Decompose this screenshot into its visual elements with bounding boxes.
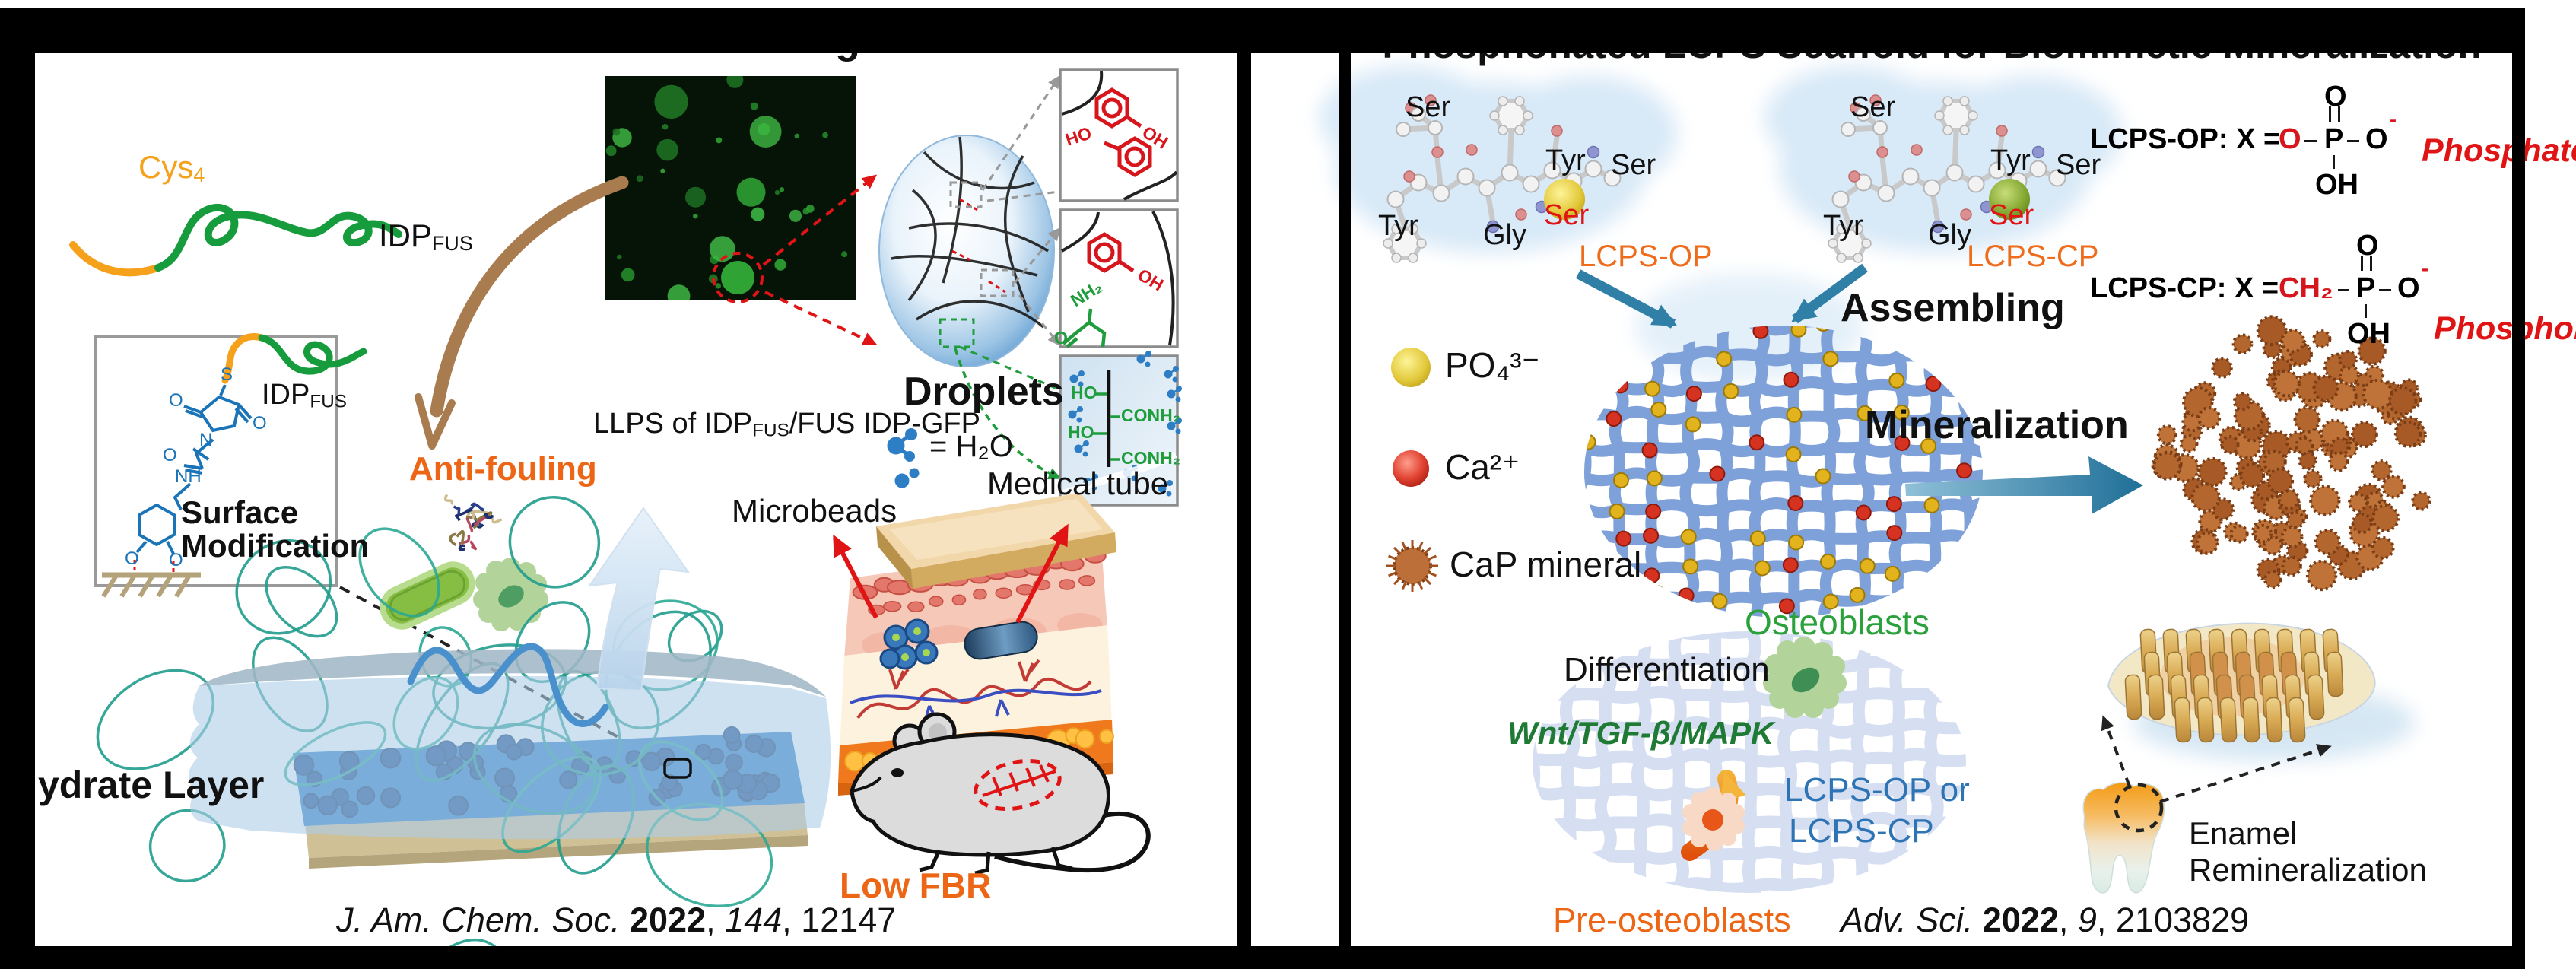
mouse-illustration xyxy=(850,712,1151,875)
pep1-ser-top-label: Ser xyxy=(1406,91,1451,123)
microbeads-label: Microbeads xyxy=(732,493,897,529)
lcps-op-name-label: LCPS-OP xyxy=(1579,240,1713,273)
panel-divider-right-line xyxy=(1339,8,1351,969)
pep1-tyr-bot-label: Tyr xyxy=(1378,210,1418,242)
implant-site-dashed-ellipse xyxy=(974,758,1062,812)
pep1-ser-red-label: Ser xyxy=(1544,199,1590,231)
medical-tube-label: Medical tube xyxy=(987,465,1169,501)
atom-o5-label: O xyxy=(169,550,183,570)
zoom-indicator-circle xyxy=(712,252,764,303)
lcps-option-line2: LCPS-CP xyxy=(1789,812,1934,850)
bone-scaffold-mesh xyxy=(1533,631,1966,893)
low-fbr-label: Low FBR xyxy=(840,866,992,905)
hydrate-layer-illustration xyxy=(96,495,831,969)
surface-box-idp-label: IDPFUS xyxy=(262,379,347,412)
water-molecule-icon xyxy=(887,428,920,488)
pep2-tyr-bot-label: Tyr xyxy=(1823,210,1863,242)
box3-conh2-1-label: CONH₂ xyxy=(1121,405,1180,425)
repel-wave xyxy=(407,643,609,727)
water-key-label: = H₂O xyxy=(929,430,1013,463)
frame-top-bar xyxy=(0,8,2525,53)
citation-right: Adv. Sci. 2022, 9, 2103829 xyxy=(1841,901,2250,939)
lcps-option-line1: LCPS-OP or xyxy=(1784,771,1970,809)
legend-cap-mineral-icon xyxy=(1386,539,1438,592)
brown-curved-arrow xyxy=(415,176,629,450)
legend-po4-label: PO₄³⁻ xyxy=(1445,345,1540,385)
tooth-zoom-circle xyxy=(2114,783,2164,833)
legend-ca-icon xyxy=(1393,450,1429,487)
hydrate-layer-label: ydrate Layer xyxy=(38,764,265,806)
frame-bottom-bar xyxy=(0,946,2525,969)
enamel-rod-plate xyxy=(2107,622,2376,743)
pep2-ser-mid-label: Ser xyxy=(2056,149,2101,181)
interaction-zoom-box-2 xyxy=(1059,208,1179,348)
droplet-sphere xyxy=(878,135,1055,367)
mineralized-scaffold xyxy=(2151,315,2431,592)
droplets-label: Droplets xyxy=(904,370,1064,414)
interaction-zoom-box-3 xyxy=(1059,351,1182,507)
assembling-arrow-left xyxy=(1575,269,1678,329)
pep1-ser-mid-label: Ser xyxy=(1611,149,1656,181)
cys4-idp-polymer-illustration xyxy=(69,204,402,277)
tooth-illustration xyxy=(2082,782,2165,894)
lcps-cp-name-label: LCPS-CP xyxy=(1967,240,2099,273)
enamel-label-line2: Remineralization xyxy=(2189,852,2427,888)
box2-o-label: O xyxy=(1054,328,1068,348)
pre-osteoblasts-label: Pre-osteoblasts xyxy=(1553,901,1791,939)
peptide-model-lcps-cp xyxy=(1828,94,2066,263)
anti-fouling-label: Anti-fouling xyxy=(409,450,597,488)
atom-n-label: N xyxy=(199,430,212,450)
surface-modification-box xyxy=(94,332,367,598)
phosphate-formula: LCPS-OP: X = O P O - O OH Phosphate xyxy=(2090,81,2576,201)
release-up-arrow xyxy=(587,507,691,692)
peptide-model-lcps-op xyxy=(1383,94,1622,263)
idp-fus-label: IDPFUS xyxy=(379,218,473,256)
box3-ho2-label: HO xyxy=(1068,422,1094,442)
enamel-label-line1: Enamel xyxy=(2189,815,2298,851)
interaction-zoom-box-1 xyxy=(1059,68,1179,202)
citation-left: J. Am. Chem. Soc. 2022, 144, 12147 xyxy=(336,901,897,939)
assembling-arrow-right xyxy=(1791,263,1868,324)
micrograph-caption: LLPS of IDPFUS/FUS IDP-GFP xyxy=(593,408,980,441)
legend-ca-label: Ca²⁺ xyxy=(1445,447,1520,487)
pep1-tyr-mid-label: Tyr xyxy=(1545,145,1586,176)
pre-osteoblast-cell xyxy=(1682,787,1745,851)
atom-o4-label: O xyxy=(125,548,139,569)
panel-divider-left-line xyxy=(1237,8,1251,969)
atom-o3-label: O xyxy=(163,445,177,465)
osteoblasts-label: Osteoblasts xyxy=(1745,602,1930,642)
atom-o1-label: O xyxy=(169,390,183,411)
frame-left-bar xyxy=(0,8,35,969)
legend-cap-label: CaP mineral xyxy=(1450,545,1642,584)
protein-blob-illustration xyxy=(443,494,503,551)
atom-nh-label: NH xyxy=(175,466,202,487)
pathway-label: Wnt/TGF-β/MAPK xyxy=(1507,715,1774,751)
pep2-ser-red-label: Ser xyxy=(1989,199,2034,231)
box3-conh2-2-label: CONH₂ xyxy=(1121,448,1180,468)
assembling-label: Assembling xyxy=(1841,286,2065,330)
frame-right-bar xyxy=(2512,8,2525,969)
mineralization-label: Mineralization xyxy=(1865,403,2129,447)
box3-ho1-label: HO xyxy=(1071,383,1097,402)
bacterium-icon xyxy=(380,561,475,630)
pep2-ser-top-label: Ser xyxy=(1850,91,1896,123)
osteoblast-cell xyxy=(1763,637,1847,718)
phosphonate-formula: LCPS-CP: X = CH₂ P O - O OH Phosphonate xyxy=(2090,230,2576,350)
pep2-tyr-mid-label: Tyr xyxy=(1990,145,2031,176)
llps-fluorescence-micrograph xyxy=(605,76,856,300)
atom-o2-label: O xyxy=(253,413,267,434)
cell-icon xyxy=(473,558,548,631)
mineralization-arrow xyxy=(1905,456,2143,514)
cys4-label: Cys4 xyxy=(138,149,205,187)
pep2-gly-label: Gly xyxy=(1928,219,1971,251)
differentiation-label: Differentiation xyxy=(1564,651,1770,688)
atom-s-label: S xyxy=(221,364,233,385)
pep1-gly-label: Gly xyxy=(1483,219,1526,251)
legend-po4-icon xyxy=(1391,348,1431,387)
